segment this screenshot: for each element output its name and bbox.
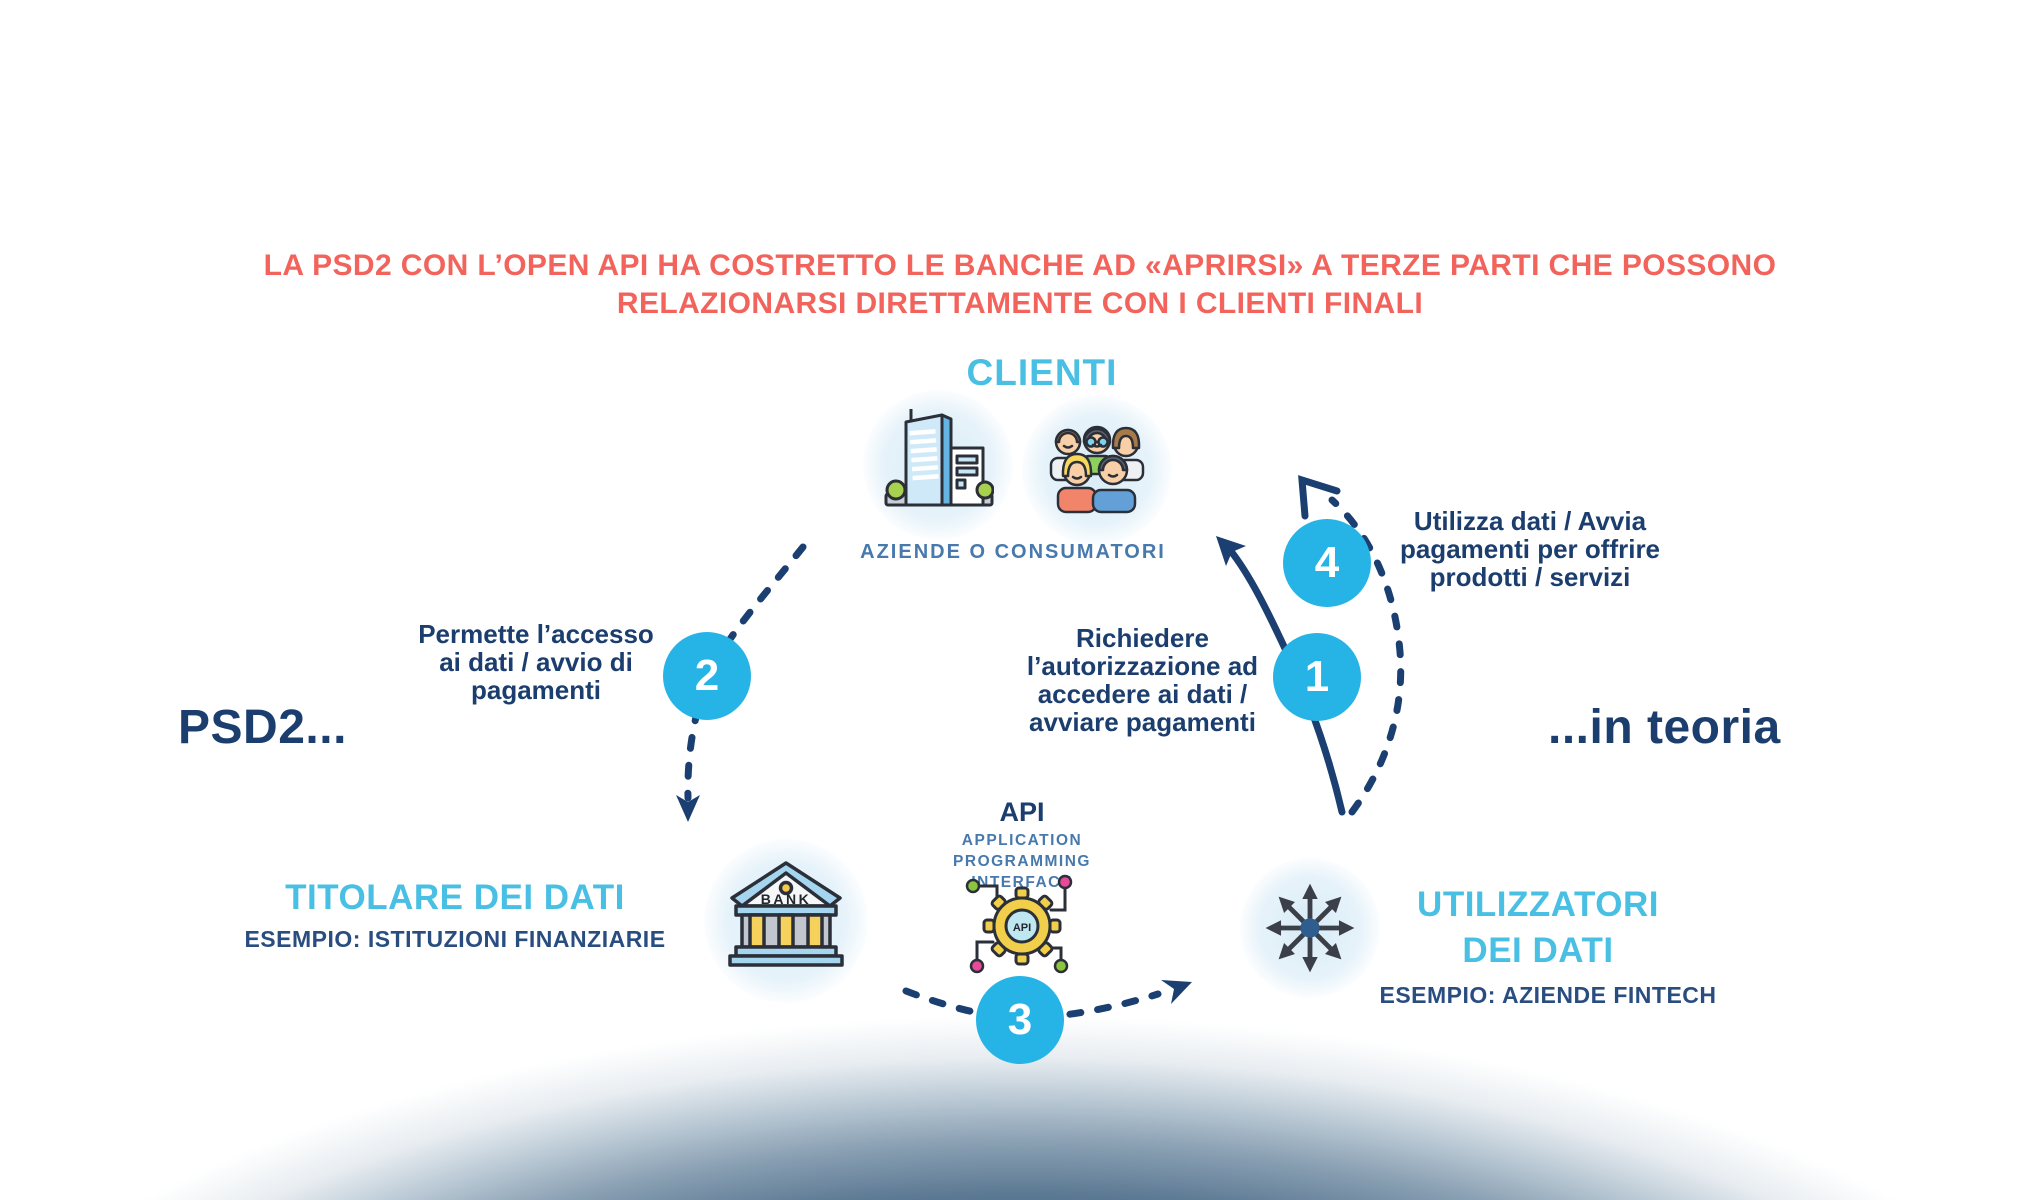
- bank-icon: BANK: [728, 861, 844, 967]
- office-building-icon: [884, 409, 994, 507]
- step-circle-2: 2: [663, 632, 751, 720]
- step-4-label: Utilizza dati / Avvia pagamenti per offr…: [1399, 506, 1661, 592]
- api-heading: API: [999, 797, 1045, 827]
- step-1-label: Richiedere l’autorizzazione ad accedere …: [1026, 623, 1259, 737]
- bank-sign: BANK: [761, 891, 811, 907]
- people-group-icon: [1049, 425, 1145, 514]
- step-2-label: Permette l’accesso ai dati / avvio di pa…: [418, 619, 654, 705]
- data-owner-caption: ESEMPIO: ISTITUZIONI FINANZIARIE: [244, 926, 666, 952]
- spread-arrows-icon: [1265, 883, 1355, 973]
- step-circle-3: 3: [976, 976, 1064, 1064]
- clients-heading: CLIENTI: [966, 352, 1118, 393]
- page-title: LA PSD2 CON L’OPEN API HA COSTRETTO LE B…: [263, 249, 1777, 321]
- in-teoria-label: ...in teoria: [1548, 701, 1781, 754]
- api-icon: API: [965, 874, 1073, 974]
- data-users-caption: ESEMPIO: AZIENDE FINTECH: [1379, 982, 1717, 1008]
- clients-caption: AZIENDE O CONSUMATORI: [860, 541, 1166, 563]
- data-owner-heading: TITOLARE DEI DATI: [285, 878, 625, 917]
- step-circle-4: 4: [1283, 519, 1371, 607]
- api-gear-label: API: [1013, 922, 1031, 934]
- data-users-heading: UTILIZZATORI DEI DATI: [1417, 885, 1659, 970]
- psd2-label: PSD2...: [178, 701, 347, 754]
- step-circle-1: 1: [1273, 633, 1361, 721]
